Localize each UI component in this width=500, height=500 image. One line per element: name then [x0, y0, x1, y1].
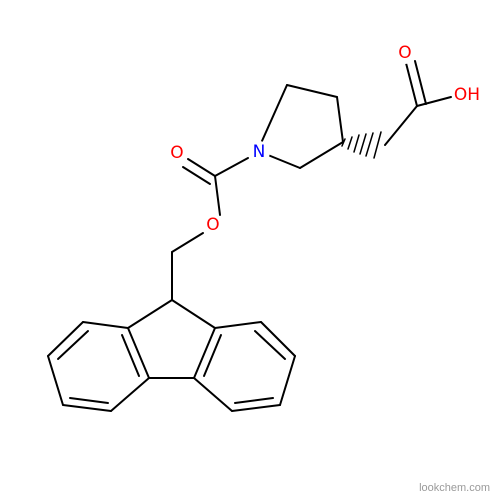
- fluorene-right-ring: [193, 321, 296, 412]
- hash: [373, 131, 382, 159]
- hash: [365, 132, 374, 157]
- bond-carbonyl-n: [214, 157, 249, 177]
- bond-acid-double-b: [414, 60, 427, 105]
- carbonyl-oxygen-atom: O: [166, 142, 188, 164]
- bond-carbonyl-double-b: [182, 166, 211, 185]
- bond-carbonyl-double-a: [187, 158, 216, 177]
- hash: [359, 133, 367, 155]
- hydroxyl-group: OH: [452, 84, 482, 106]
- bond-o-carbonyl: [214, 175, 221, 216]
- ester-oxygen-label: O: [206, 215, 219, 235]
- nitrogen-atom: N: [248, 141, 270, 163]
- bond: [171, 299, 216, 329]
- hydroxyl-label: OH: [454, 85, 480, 105]
- acid-carbonyl-oxygen-label: O: [398, 43, 411, 63]
- bond: [286, 84, 338, 98]
- stereo-hash-bond: [341, 131, 382, 159]
- bond: [214, 321, 262, 329]
- hash: [353, 134, 360, 153]
- watermark: lookchem.com: [419, 482, 490, 494]
- bond-ch2-acid: [384, 105, 418, 146]
- bond: [62, 404, 112, 412]
- bond-acid-oh: [416, 96, 452, 107]
- bond-inner: [57, 330, 89, 360]
- bond-acid-double-a: [405, 62, 418, 107]
- bond: [82, 321, 129, 329]
- bond: [47, 321, 84, 357]
- bond: [127, 327, 150, 379]
- bond: [110, 377, 150, 412]
- carbonyl-oxygen-label: O: [170, 143, 183, 163]
- hash: [347, 136, 353, 150]
- ester-oxygen-atom: O: [202, 214, 224, 236]
- bond: [47, 355, 64, 406]
- bond-inner: [203, 334, 222, 377]
- nitrogen-label: N: [253, 142, 266, 162]
- bond: [193, 327, 216, 379]
- bond: [299, 141, 344, 169]
- bond-inner: [234, 397, 274, 404]
- bond: [127, 299, 173, 329]
- fluorene-five-ring: [127, 299, 216, 379]
- bond-inner: [254, 330, 286, 360]
- bond: [261, 84, 288, 142]
- bond-inner: [69, 397, 109, 404]
- bond: [279, 355, 296, 406]
- bond: [336, 96, 344, 143]
- bond: [231, 404, 281, 412]
- pyrrolidine-ring: [261, 84, 344, 169]
- bond: [267, 154, 301, 169]
- fluorene-left-ring: [47, 321, 150, 412]
- bond: [260, 321, 296, 357]
- hash: [341, 138, 346, 147]
- acid-carbonyl-oxygen-atom: O: [394, 42, 416, 64]
- bond-ch2-o: [171, 232, 204, 253]
- bond: [193, 377, 233, 412]
- bond-inner: [121, 334, 140, 377]
